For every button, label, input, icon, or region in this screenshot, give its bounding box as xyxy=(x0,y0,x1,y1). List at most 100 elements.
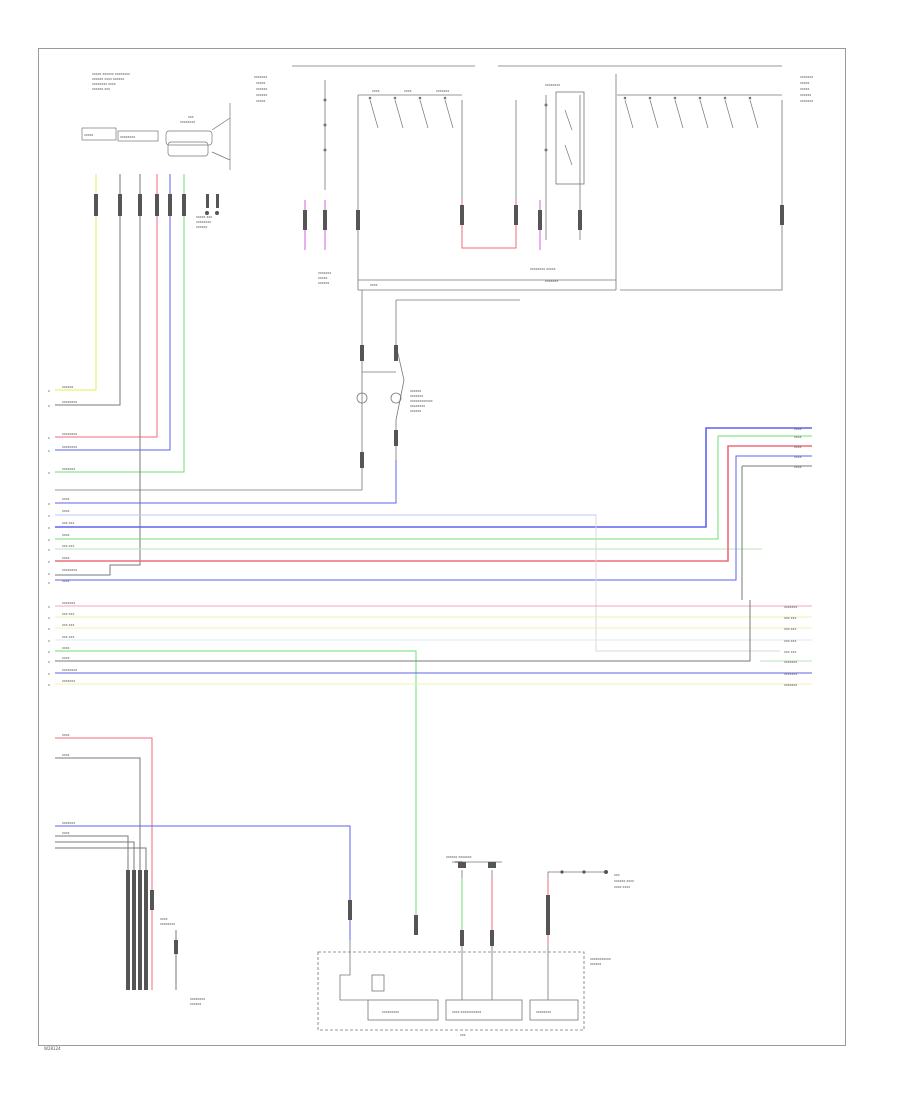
svg-text:xxx: xxx xyxy=(460,1033,466,1037)
top-center-labels: xxxxxxx xxxxx xxxxxx xxxxxx xxxxx xxxx x… xyxy=(254,75,813,287)
svg-text:xxxxxxx: xxxxxxx xyxy=(800,99,813,103)
svg-text:x: x xyxy=(48,627,50,631)
svg-text:xxxxxxxx: xxxxxxxx xyxy=(196,220,211,224)
svg-text:x: x xyxy=(48,581,50,585)
svg-text:xxxxxxx: xxxxxxx xyxy=(545,279,558,283)
svg-text:xxxx: xxxx xyxy=(160,917,168,921)
harness-left-labels: xxxxxx xxxxxxxx xxxxxxxx xxxxxxxx xxxxxx… xyxy=(62,385,77,683)
bottom-left-connectors xyxy=(126,870,178,990)
svg-text:xxxxxxxxx: xxxxxxxxx xyxy=(382,1010,399,1014)
svg-text:x: x xyxy=(48,538,50,542)
svg-text:xxxxxxxx: xxxxxxxx xyxy=(536,1010,551,1014)
svg-text:xxxxxxxx: xxxxxxxx xyxy=(160,922,175,926)
svg-text:xxxxxxxx: xxxxxxxx xyxy=(62,568,77,572)
svg-text:xxxx: xxxx xyxy=(62,831,70,835)
svg-text:x: x xyxy=(48,514,50,518)
harness-left-pins: xx xx xx xx xx xx xx xx xx xx x xyxy=(48,389,50,687)
svg-text:x: x xyxy=(48,616,50,620)
svg-text:xxxxx: xxxxx xyxy=(256,81,266,85)
svg-text:x: x xyxy=(48,605,50,609)
svg-text:xxxxxx: xxxxxx xyxy=(800,93,811,97)
switch-contacts xyxy=(369,94,782,166)
svg-text:xxxxxx xxxx xxxxxx: xxxxxx xxxx xxxxxx xyxy=(92,77,124,81)
svg-text:x: x xyxy=(48,526,50,530)
svg-text:xxxxxx: xxxxxx xyxy=(196,225,207,229)
svg-text:xxxxxxxx: xxxxxxxx xyxy=(62,668,77,672)
svg-text:xxxx xxxx: xxxx xxxx xyxy=(614,885,630,889)
svg-text:xxxxxxxx: xxxxxxxx xyxy=(410,404,425,408)
top-left-module-labels: xxxxx xxxxxx xxxxxxxx xxxxxx xxxx xxxxxx… xyxy=(84,72,212,229)
svg-text:xxxxxxx: xxxxxxx xyxy=(62,601,75,605)
svg-text:xxxx: xxxx xyxy=(62,656,70,660)
switch-contact-dots xyxy=(323,96,752,152)
svg-text:xxxxxxx: xxxxxxx xyxy=(254,75,267,79)
svg-text:x: x xyxy=(48,560,50,564)
switch-connector-marks xyxy=(303,205,784,230)
svg-text:xxxx: xxxx xyxy=(370,283,378,287)
svg-text:xxxxxx: xxxxxx xyxy=(62,385,73,389)
svg-text:xxxxxxx: xxxxxxx xyxy=(62,467,75,471)
svg-text:xxxx: xxxx xyxy=(455,860,463,864)
svg-text:xxxx xxxxxxxxxxx: xxxx xxxxxxxxxxx xyxy=(452,1010,481,1014)
figure-id: W28124 xyxy=(44,1046,61,1051)
svg-text:xxxxxxxx: xxxxxxxx xyxy=(120,135,135,139)
svg-text:xxxx: xxxx xyxy=(404,89,412,93)
svg-text:xxxxxxx: xxxxxxx xyxy=(784,672,797,676)
svg-text:x: x xyxy=(48,449,50,453)
svg-text:xxxxxx: xxxxxx xyxy=(410,389,421,393)
svg-text:xxxxxxxx: xxxxxxxx xyxy=(62,400,77,404)
svg-text:xxxxxxxx: xxxxxxxx xyxy=(180,120,195,124)
bottom-module-labels: xxxxxx xxxxxxx xxxx xxxxxxxxxxx xxxxxx x… xyxy=(382,855,634,1037)
svg-text:xxxxx: xxxxx xyxy=(84,133,94,137)
svg-text:xxxxxxx: xxxxxxx xyxy=(318,271,331,275)
svg-text:xxxxxxx: xxxxxxx xyxy=(784,605,797,609)
svg-text:xxxx: xxxx xyxy=(794,465,802,469)
svg-text:xxxxxxxx xxxx: xxxxxxxx xxxx xyxy=(92,82,116,86)
svg-text:xxxxx: xxxxx xyxy=(256,99,266,103)
svg-text:x: x xyxy=(48,672,50,676)
svg-text:xxx xxx: xxx xxx xyxy=(62,544,74,548)
svg-text:xxxxxxxxxxxx: xxxxxxxxxxxx xyxy=(410,399,433,403)
svg-text:xxxxxx: xxxxxx xyxy=(410,409,421,413)
svg-text:xxxxxx xxxxxxx: xxxxxx xxxxxxx xyxy=(446,855,472,859)
svg-text:xxxxxx xxxx: xxxxxx xxxx xyxy=(614,879,634,883)
svg-text:xxxx: xxxx xyxy=(794,435,802,439)
svg-text:xxx xxx: xxx xxx xyxy=(62,521,74,525)
svg-text:xxxxxx: xxxxxx xyxy=(256,87,267,91)
harness-right-labels: xxxx xxxx xxxx xxxx xxxx xxxxxxx xxx xxx… xyxy=(784,427,802,687)
center-lamp-switch xyxy=(55,290,520,491)
svg-text:xxxxxxx: xxxxxxx xyxy=(784,660,797,664)
top-center-switch-assembly xyxy=(292,65,783,291)
svg-text:xxxxxxx: xxxxxxx xyxy=(800,75,813,79)
svg-text:x: x xyxy=(48,572,50,576)
svg-text:xxxxxxx: xxxxxxx xyxy=(62,821,75,825)
svg-text:xxxxxx: xxxxxx xyxy=(318,281,329,285)
svg-text:xxx xxx: xxx xxx xyxy=(62,623,74,627)
svg-text:xxxxxx: xxxxxx xyxy=(590,962,601,966)
svg-text:xxxx: xxxx xyxy=(62,646,70,650)
svg-text:xxxxxxxx: xxxxxxxx xyxy=(62,445,77,449)
svg-text:xxxxxxx: xxxxxxx xyxy=(784,683,797,687)
svg-text:xxxx: xxxx xyxy=(794,427,802,431)
svg-text:xxxxx xxx: xxxxx xxx xyxy=(196,215,212,219)
svg-text:x: x xyxy=(48,660,50,664)
svg-text:xxxx: xxxx xyxy=(62,533,70,537)
center-labels: xxxxxx xxxxxxx xxxxxxxxxxxx xxxxxxxx xxx… xyxy=(410,389,433,413)
svg-text:xxx xxx: xxx xxx xyxy=(784,616,796,620)
svg-text:xxxxxx: xxxxxx xyxy=(256,93,267,97)
svg-text:xxxx: xxxx xyxy=(794,445,802,449)
svg-text:xxxxxxxxxxx: xxxxxxxxxxx xyxy=(590,957,611,961)
svg-text:xxx xxx: xxx xxx xyxy=(784,650,796,654)
svg-text:xxx: xxx xyxy=(188,115,194,119)
svg-text:xxxx: xxxx xyxy=(794,455,802,459)
svg-text:xxxxxxxx: xxxxxxxx xyxy=(62,432,77,436)
svg-text:xxxxxxx: xxxxxxx xyxy=(436,89,449,93)
bottom-left-labels: xxxx xxxx xxxxxxx xxxx xxxx xxxxxxxx xxx… xyxy=(62,733,205,1006)
bottom-module-wires xyxy=(461,878,549,945)
bottom-module-marks xyxy=(348,862,608,946)
svg-text:xxxx: xxxx xyxy=(62,497,70,501)
svg-text:xxxxxx: xxxxxx xyxy=(190,1002,201,1006)
module-vertical-wires xyxy=(55,174,185,576)
